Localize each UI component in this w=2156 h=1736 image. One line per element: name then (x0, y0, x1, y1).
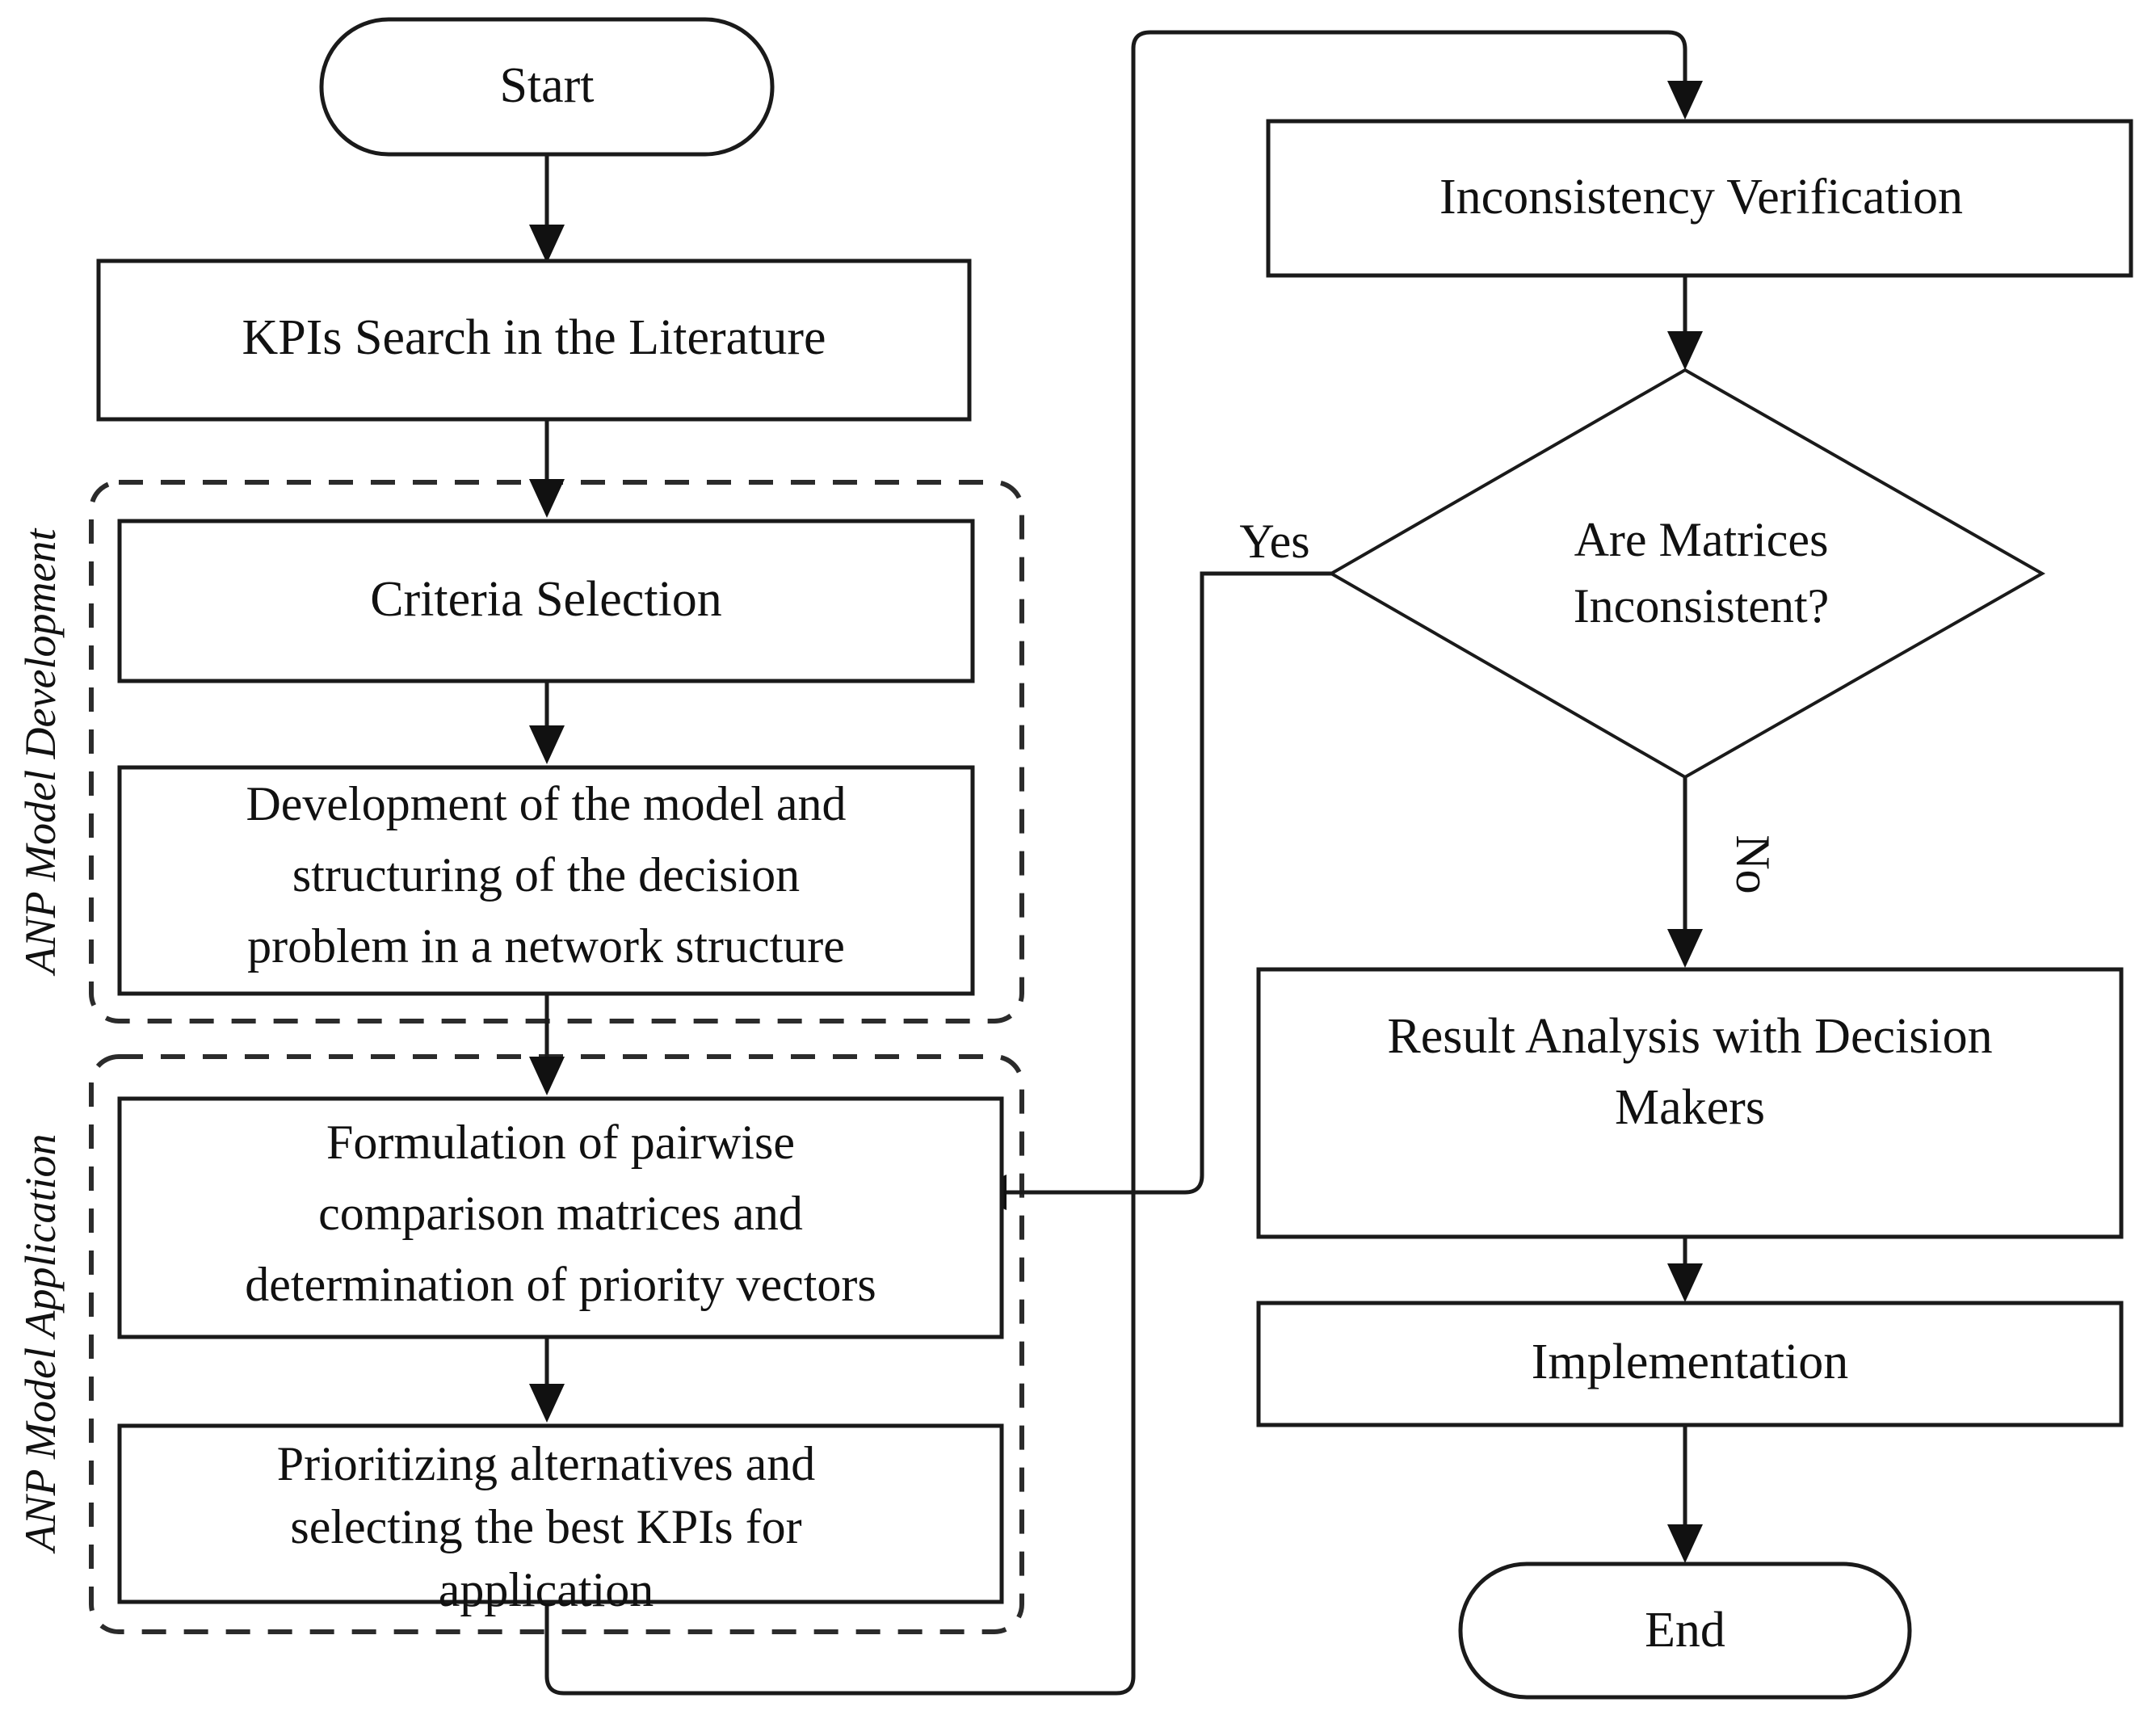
arrowhead-implementation-to-end (1667, 1524, 1703, 1563)
node-pairwise-formulation-line-2: comparison matrices and (318, 1187, 803, 1240)
node-decision-are-matrices-inconsistent[interactable] (1327, 368, 2046, 780)
node-pairwise-formulation[interactable] (117, 1096, 1004, 1339)
node-result-analysis[interactable] (1256, 967, 2124, 1239)
arrowhead-criteria-to-model-development (529, 725, 565, 764)
node-criteria-selection-label: Criteria Selection (370, 572, 722, 627)
arrowhead-prioritizing-to-inconsistency-verification (1667, 81, 1703, 120)
node-criteria-selection[interactable] (117, 519, 975, 683)
arrowhead-pairwise-to-prioritizing (529, 1384, 565, 1423)
node-end[interactable] (1458, 1562, 1912, 1700)
node-prioritizing[interactable] (117, 1423, 1004, 1604)
node-start-label: Start (499, 58, 594, 113)
node-prioritizing-line-2: selecting the best KPIs for (290, 1500, 801, 1553)
node-prioritizing-line-1: Prioritizing alternatives and (277, 1437, 815, 1490)
edge-label-no: No (1726, 834, 1780, 893)
node-implementation-label: Implementation (1532, 1335, 1849, 1389)
node-model-development[interactable] (117, 765, 975, 996)
group-label-anp-model-development: ANP Model Development (16, 528, 65, 977)
arrowhead-result-analysis-to-implementation (1667, 1263, 1703, 1302)
node-decision-line-1: Are Matrices (1574, 513, 1829, 566)
node-prioritizing-line-3: application (439, 1563, 654, 1616)
arrowhead-decision-no-to-result-analysis (1667, 929, 1703, 968)
edge-prioritizing-to-inconsistency-verification (544, 30, 1687, 1696)
arrowhead-kpi-search-to-criteria (529, 479, 565, 518)
node-pairwise-formulation-line-3: determination of priority vectors (245, 1258, 876, 1311)
node-kpi-search[interactable] (96, 259, 972, 422)
arrowhead-model-development-to-pairwise (529, 1057, 565, 1095)
node-result-analysis-line-1: Result Analysis with Decision (1387, 1009, 1992, 1064)
node-model-development-line-1: Development of the model and (246, 777, 846, 830)
node-implementation[interactable] (1256, 1301, 2124, 1427)
node-end-label: End (1645, 1603, 1725, 1658)
node-model-development-line-2: structuring of the decision (292, 848, 800, 902)
arrowhead-start-to-kpi-search (529, 225, 565, 263)
node-start[interactable] (319, 17, 775, 157)
edge-decision-yes-to-pairwise (1002, 571, 1333, 1195)
node-kpi-search-label: KPIs Search in the Literature (242, 310, 826, 365)
node-pairwise-formulation-line-1: Formulation of pairwise (326, 1116, 795, 1169)
node-decision-line-2: Inconsistent? (1574, 579, 1830, 633)
arrowhead-inconsistency-to-decision (1667, 331, 1703, 370)
node-inconsistency-verification-label: Inconsistency Verification (1439, 170, 1963, 225)
node-inconsistency-verification[interactable] (1266, 119, 2133, 278)
group-label-anp-model-application: ANP Model Application (16, 1134, 65, 1554)
node-model-development-line-3: problem in a network structure (247, 919, 845, 973)
node-result-analysis-line-2: Makers (1615, 1080, 1765, 1135)
edge-label-yes: Yes (1239, 515, 1309, 568)
